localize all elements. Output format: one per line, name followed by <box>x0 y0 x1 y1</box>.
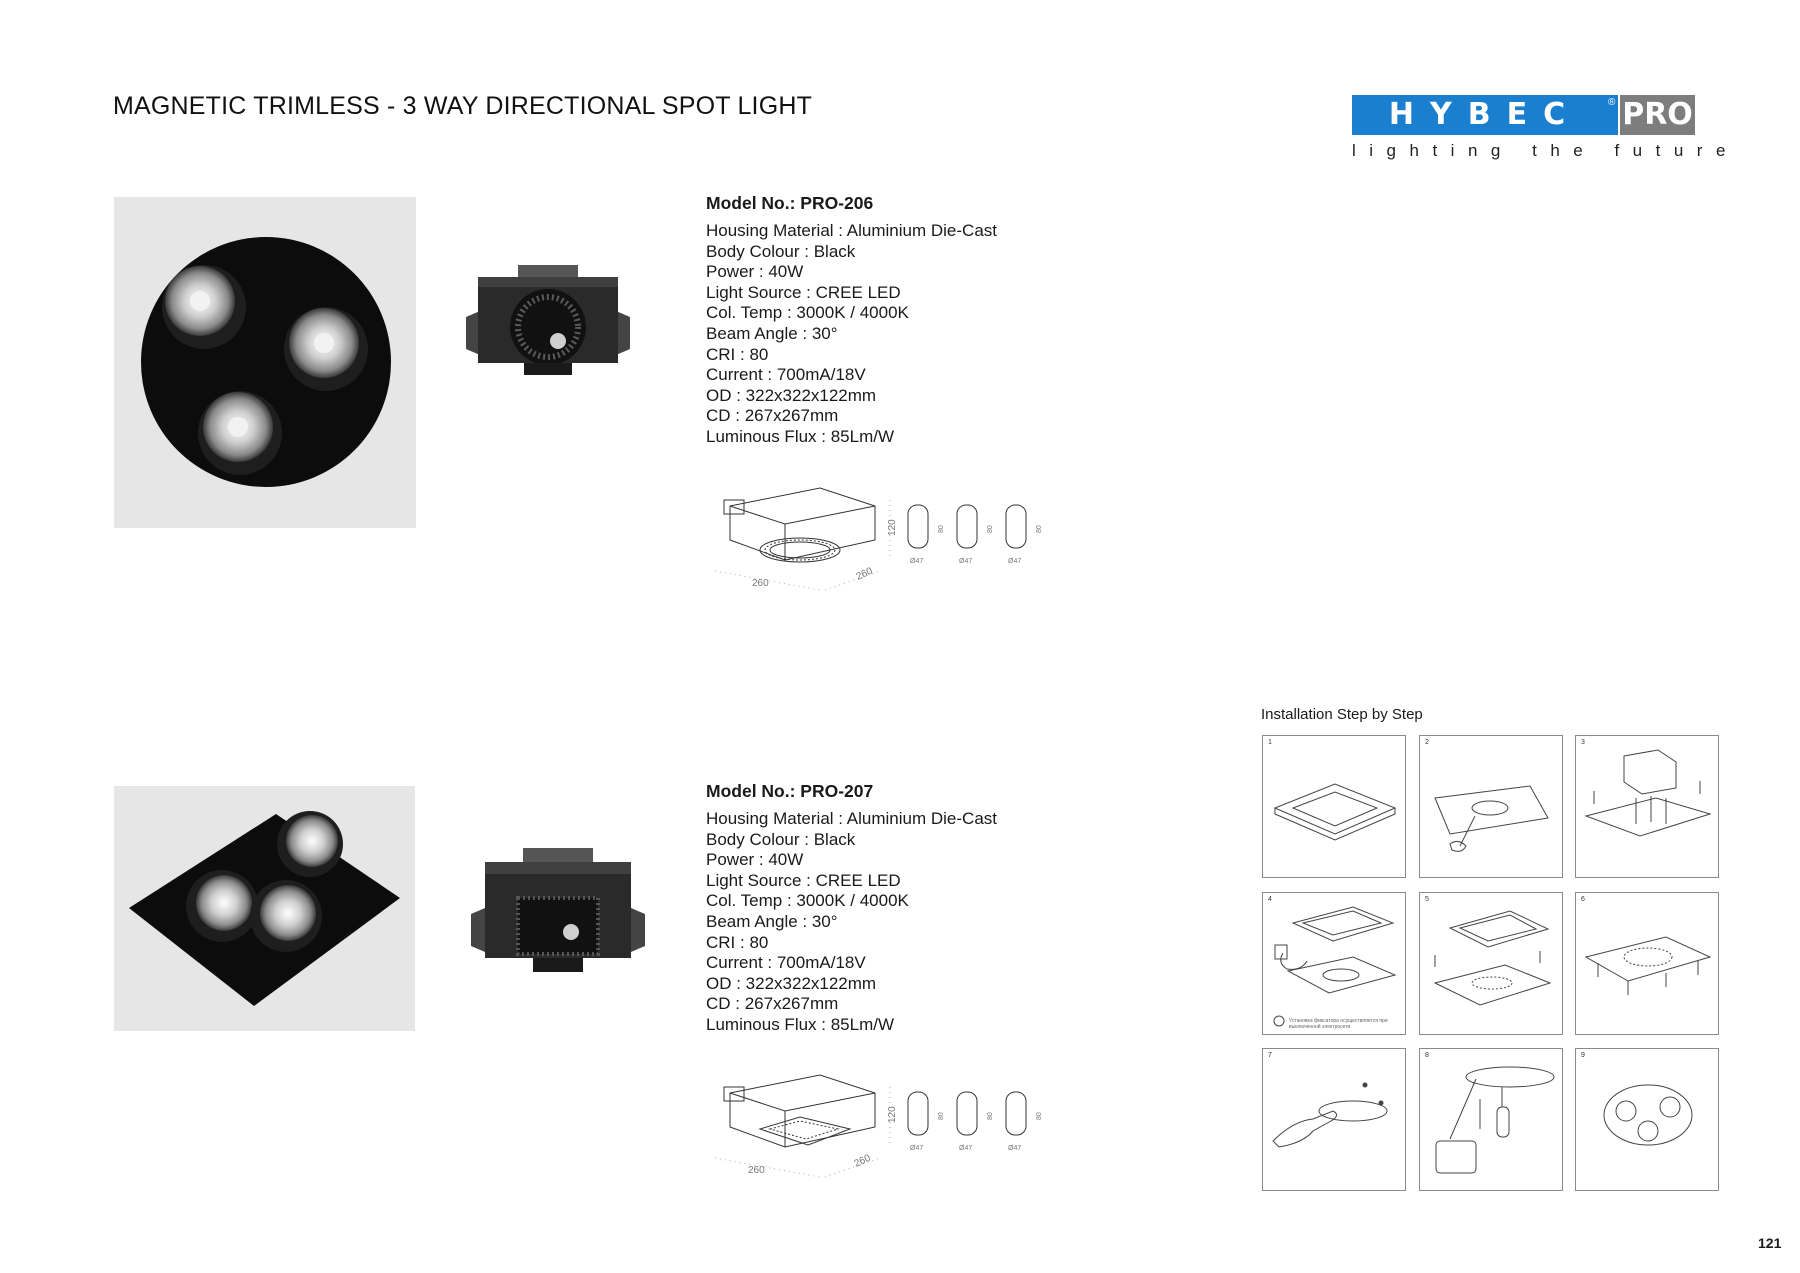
spec-od: OD : 322x322x122mm <box>706 973 877 993</box>
spec-od: OD : 322x322x122mm <box>706 385 877 405</box>
spec-cri: CRI : 80 <box>706 932 769 952</box>
module-height-label-2: 80 <box>987 1112 994 1120</box>
spec-body-colour: Body Colour : Black <box>706 829 856 849</box>
brand-logo: HYBEC ® PRO lighting the future <box>1352 95 1725 165</box>
product-render-pro-207 <box>463 836 653 986</box>
spec-light-source: Light Source : CREE LED <box>706 870 901 890</box>
installation-step-1: 1 <box>1262 735 1406 878</box>
installation-step-3: 3 <box>1575 735 1719 878</box>
product-render-pro-206 <box>458 245 638 395</box>
module-height-label-3: 80 <box>1036 525 1043 533</box>
module-height-label-1: 80 <box>938 1112 945 1120</box>
spec-col-temp: Col. Temp : 3000K / 4000K <box>706 891 909 911</box>
spec-cri: CRI : 80 <box>706 344 769 364</box>
logo-pro: PRO <box>1622 97 1693 132</box>
technical-drawing-pro-207: 260 260 120 80 80 80 Ø47 Ø47 Ø47 <box>700 1065 1060 1185</box>
product-photo-pro-207 <box>114 786 415 1031</box>
spec-power: Power : 40W <box>706 262 804 282</box>
installation-step-4: 4 Установка фиксатора осуществляется при… <box>1262 892 1406 1035</box>
product-photo-pro-206 <box>114 197 416 528</box>
dim-height-label: 120 <box>887 1106 898 1123</box>
installation-warning-line-1: Установка фиксатора осуществляется при <box>1289 1018 1388 1024</box>
spec-beam-angle: Beam Angle : 30° <box>706 323 838 343</box>
module-height-label-2: 80 <box>987 525 994 533</box>
installation-title: Installation Step by Step <box>1261 706 1423 723</box>
spec-luminous-flux: Luminous Flux : 85Lm/W <box>706 1014 895 1034</box>
dim-width-label: 260 <box>748 1165 765 1176</box>
page-number: 121 <box>1758 1235 1782 1251</box>
dim-depth-label: 260 <box>853 1153 873 1170</box>
dim-width-label: 260 <box>752 578 769 589</box>
module-diameter-label-3: Ø47 <box>1008 558 1021 565</box>
logo-tagline: lighting the future <box>1352 141 1739 160</box>
spec-block-pro-206: Model No.: PRO-206 Housing Material : Al… <box>706 193 1106 448</box>
installation-step-6: 6 <box>1575 892 1719 1035</box>
spec-power: Power : 40W <box>706 850 804 870</box>
logo-wordmark: HYBEC <box>1388 97 1582 132</box>
module-height-label-3: 80 <box>1036 1112 1043 1120</box>
installation-steps-grid: 1 2 3 4 Установка фиксатора осуществляет… <box>1262 735 1720 1192</box>
spec-block-pro-207: Model No.: PRO-207 Housing Material : Al… <box>706 781 1106 1036</box>
spec-housing-material: Housing Material : Aluminium Die-Cast <box>706 221 997 240</box>
model-number: Model No.: PRO-207 <box>706 781 874 801</box>
installation-step-8: 8 <box>1419 1048 1563 1191</box>
module-diameter-label-3: Ø47 <box>1008 1145 1021 1152</box>
spec-cd: CD : 267x267mm <box>706 994 839 1014</box>
spec-housing-material: Housing Material : Aluminium Die-Cast <box>706 809 997 828</box>
spec-body-colour: Body Colour : Black <box>706 241 856 261</box>
spec-light-source: Light Source : CREE LED <box>706 282 901 302</box>
module-height-label-1: 80 <box>938 525 945 533</box>
spec-beam-angle: Beam Angle : 30° <box>706 911 838 931</box>
spec-luminous-flux: Luminous Flux : 85Lm/W <box>706 426 895 446</box>
module-diameter-label-2: Ø47 <box>959 1145 972 1152</box>
module-diameter-label-1: Ø47 <box>910 558 923 565</box>
installation-step-2: 2 <box>1419 735 1563 878</box>
installation-step-5: 5 <box>1419 892 1563 1035</box>
spec-current: Current : 700mA/18V <box>706 953 866 973</box>
model-number: Model No.: PRO-206 <box>706 193 874 213</box>
installation-step-7: 7 <box>1262 1048 1406 1191</box>
installation-step-9: 9 <box>1575 1048 1719 1191</box>
spec-col-temp: Col. Temp : 3000K / 4000K <box>706 303 909 323</box>
page-title: MAGNETIC TRIMLESS - 3 WAY DIRECTIONAL SP… <box>113 92 813 120</box>
technical-drawing-pro-206: 260 260 120 80 80 80 Ø47 Ø47 Ø47 <box>700 478 1060 598</box>
module-diameter-label-1: Ø47 <box>910 1145 923 1152</box>
dim-height-label: 120 <box>887 519 898 536</box>
installation-warning-line-2: выключенной электросети <box>1289 1024 1351 1030</box>
logo-registered-mark: ® <box>1608 97 1616 108</box>
dim-depth-label: 260 <box>855 566 875 583</box>
module-diameter-label-2: Ø47 <box>959 558 972 565</box>
spec-current: Current : 700mA/18V <box>706 365 866 385</box>
spec-cd: CD : 267x267mm <box>706 406 839 426</box>
